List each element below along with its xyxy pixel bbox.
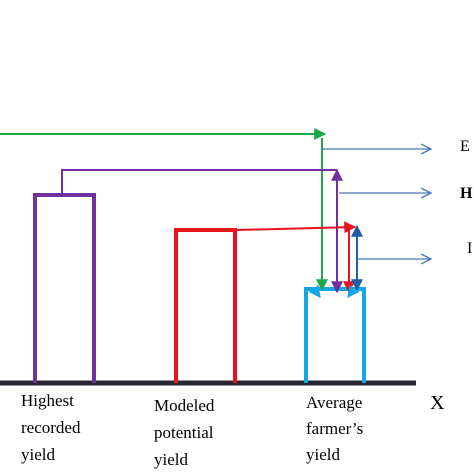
bar-label-line: farmer’s [306,419,364,438]
bar-label-line: yield [154,450,188,469]
gap-label-h: H [460,185,473,202]
purple-connector [61,169,337,195]
cyan-down-arrow-left [308,284,321,298]
bar-modeled-potential [174,228,237,383]
gap-label-e: E [460,138,470,155]
bar-label-line: Highest [21,391,74,410]
bar-label-line: potential [154,423,214,442]
bar-average-farmer [304,287,366,383]
bar-label-line: recorded [21,418,81,437]
bar-label-line: yield [21,445,55,464]
gap-label-i: I [467,240,473,257]
bar-label-line: yield [306,445,340,464]
red-horizontal-arrow [236,221,357,234]
bar-label-line: Average [306,393,363,412]
bar-highest-recorded [33,193,96,383]
gap-arrow-e [322,149,431,150]
bar-label-line: Modeled [154,396,215,415]
cyan-down-arrow-right [347,284,360,298]
x-axis-label: X [430,392,445,414]
